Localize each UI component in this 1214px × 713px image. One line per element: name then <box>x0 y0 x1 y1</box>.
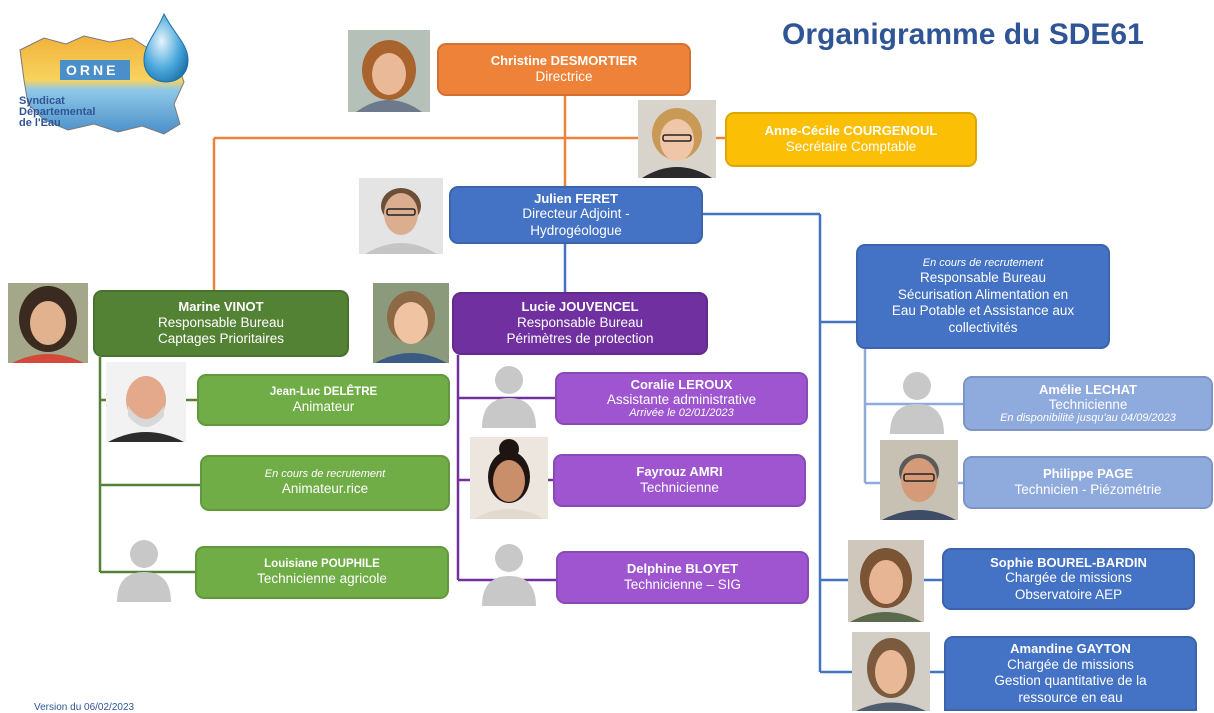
node-perimetres: Lucie JOUVENCEL Responsable Bureau Périm… <box>452 292 708 355</box>
person-placeholder-icon <box>482 366 536 428</box>
node-name: Delphine BLOYET <box>626 561 739 577</box>
node-role: Eau Potable et Assistance aux <box>891 303 1075 319</box>
node-name: Julien FERET <box>534 190 618 206</box>
logo-line: de l'Eau <box>19 117 61 129</box>
node-role: Observatoire AEP <box>1014 586 1123 602</box>
node-name: Marine VINOT <box>178 299 264 315</box>
node-leroux: Coralie LEROUX Assistante administrative… <box>555 372 808 425</box>
logo-line: Départemental <box>19 106 96 118</box>
node-name: Amandine GAYTON <box>1010 640 1131 656</box>
node-pouphile: Louisiane POUPHILE Technicienne agricole <box>195 546 449 599</box>
person-placeholder-icon <box>117 540 171 602</box>
node-role: Sécurisation Alimentation en <box>897 286 1069 302</box>
version-text: Version du 06/02/2023 <box>34 702 135 713</box>
sde61-logo: ORNE Syndicat Départemental de l'Eau <box>14 8 194 148</box>
node-role: Directrice <box>535 69 593 85</box>
node-role: Responsable Bureau <box>516 314 644 330</box>
node-bourel: Sophie BOUREL-BARDIN Chargée de missions… <box>942 548 1195 610</box>
photo-gayton <box>852 632 930 711</box>
node-amri: Fayrouz AMRI Technicienne <box>553 454 806 507</box>
node-role: Périmètres de protection <box>506 331 654 347</box>
node-role: Animateur <box>292 398 355 414</box>
node-name: Philippe PAGE <box>1042 466 1134 482</box>
node-role: Technicienne – SIG <box>623 577 742 593</box>
photo-deletre <box>106 362 186 442</box>
node-name: Amélie LECHAT <box>1039 381 1137 397</box>
logo-name: Syndicat Départemental de l'Eau <box>19 96 95 129</box>
node-directrice: Christine DESMORTIER Directrice <box>437 43 691 96</box>
photo-amri <box>470 437 548 519</box>
node-role: Gestion quantitative de la <box>994 673 1147 689</box>
node-name: Lucie JOUVENCEL <box>521 299 639 315</box>
node-role: Animateur.rice <box>281 481 369 497</box>
node-bloyet: Delphine BLOYET Technicienne – SIG <box>556 551 809 604</box>
node-name: Fayrouz AMRI <box>636 464 723 480</box>
node-note: Arrivée le 02/01/2023 <box>629 407 734 420</box>
node-role: Directeur Adjoint - <box>522 206 630 222</box>
node-name: Louisiane POUPHILE <box>264 558 380 571</box>
photo-bourel <box>848 540 924 622</box>
photo-desmortier <box>348 30 430 112</box>
logo-line: Syndicat <box>19 95 65 107</box>
node-secretaire: Anne-Cécile COURGENOUL Secrétaire Compta… <box>725 112 977 167</box>
node-note: En cours de recrutement <box>922 256 1044 269</box>
node-role: Chargée de missions <box>1007 656 1134 672</box>
node-role: Technicienne agricole <box>257 571 387 587</box>
node-page: Philippe PAGE Technicien - Piézométrie <box>963 456 1213 509</box>
node-role: Chargée de missions <box>1005 570 1132 586</box>
node-lechat: Amélie LECHAT Technicienne En disponibil… <box>963 376 1213 431</box>
node-role: Responsable Bureau <box>157 314 285 330</box>
node-recrutement-animateur: En cours de recrutement Animateur.rice <box>200 455 450 511</box>
photo-feret <box>359 178 443 254</box>
page-title: Organigramme du SDE61 <box>782 18 1144 51</box>
node-role: Responsable Bureau <box>919 270 1047 286</box>
node-role: Technicienne <box>1048 397 1128 413</box>
node-gayton: Amandine GAYTON Chargée de missions Gest… <box>944 636 1197 711</box>
node-role: Assistante administrative <box>606 392 757 408</box>
photo-vinot <box>8 283 88 363</box>
node-name: Sophie BOUREL-BARDIN <box>990 554 1147 570</box>
node-name: Jean-Luc DELÊTRE <box>269 385 378 398</box>
node-note: En cours de recrutement <box>264 468 386 481</box>
photo-page <box>880 440 958 520</box>
photo-courgenoul <box>638 100 716 178</box>
node-note: En disponibilité jusqu'au 04/09/2023 <box>1000 412 1176 425</box>
logo-region-text: ORNE <box>66 62 119 78</box>
node-captages: Marine VINOT Responsable Bureau Captages… <box>93 290 349 357</box>
node-directeur-adjoint: Julien FERET Directeur Adjoint - Hydrogé… <box>449 186 703 244</box>
orne-map-logo-graphic <box>19 12 189 135</box>
person-placeholder-icon <box>890 372 944 434</box>
node-securisation: En cours de recrutement Responsable Bure… <box>856 244 1110 349</box>
node-role: Hydrogéologue <box>530 222 622 238</box>
person-placeholder-icon <box>482 544 536 606</box>
node-role: Captages Prioritaires <box>157 331 285 347</box>
node-name: Anne-Cécile COURGENOUL <box>764 123 938 139</box>
node-deletre: Jean-Luc DELÊTRE Animateur <box>197 374 450 426</box>
node-role: Technicienne <box>640 480 719 496</box>
node-role: collectivités <box>948 319 1018 335</box>
photo-jouvencel <box>373 283 449 363</box>
node-role: ressource en eau <box>1018 689 1123 705</box>
node-role: Secrétaire Comptable <box>785 139 917 155</box>
node-name: Christine DESMORTIER <box>490 53 638 69</box>
node-role: Technicien - Piézométrie <box>1014 482 1162 498</box>
node-name: Coralie LEROUX <box>630 376 733 392</box>
